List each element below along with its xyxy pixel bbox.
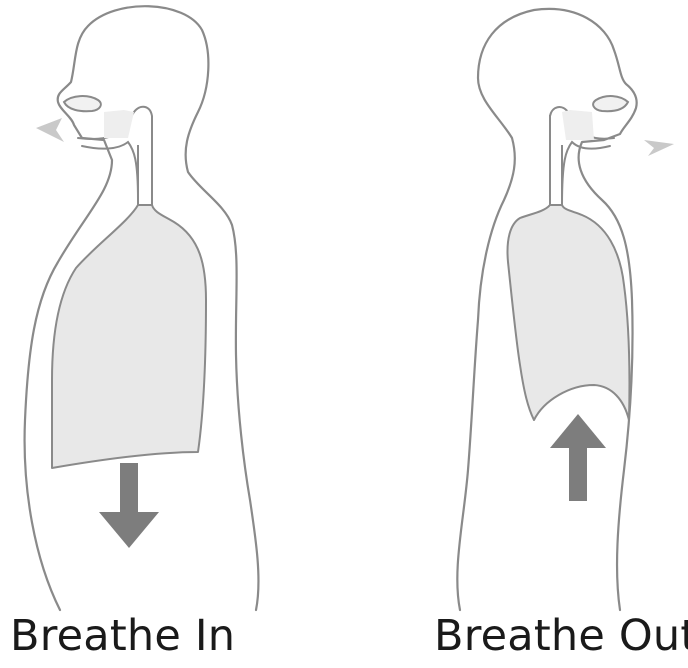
palate-fill: [562, 110, 594, 140]
lung-contracted: [508, 205, 630, 420]
trachea: [550, 115, 562, 210]
airway-lower: [562, 142, 610, 205]
lung-expanded: [52, 205, 206, 468]
breathe-out-figure: Breathe Out: [344, 0, 688, 668]
palate-fill: [104, 110, 134, 138]
breathe-out-illustration: [344, 0, 688, 668]
breathe-out-caption: Breathe Out: [434, 608, 688, 664]
breathe-in-figure: Breathe In: [0, 0, 344, 668]
arrow-down-icon: [99, 463, 159, 548]
airflow-in-indicator: [36, 118, 64, 142]
breathe-in-illustration: [0, 0, 344, 668]
breathe-in-caption: Breathe In: [10, 608, 235, 664]
mouth-detail: [64, 96, 101, 111]
mouth-detail: [593, 96, 628, 111]
trachea: [138, 120, 152, 205]
airflow-out-indicator: [644, 140, 674, 156]
arrow-up-icon: [550, 414, 606, 501]
